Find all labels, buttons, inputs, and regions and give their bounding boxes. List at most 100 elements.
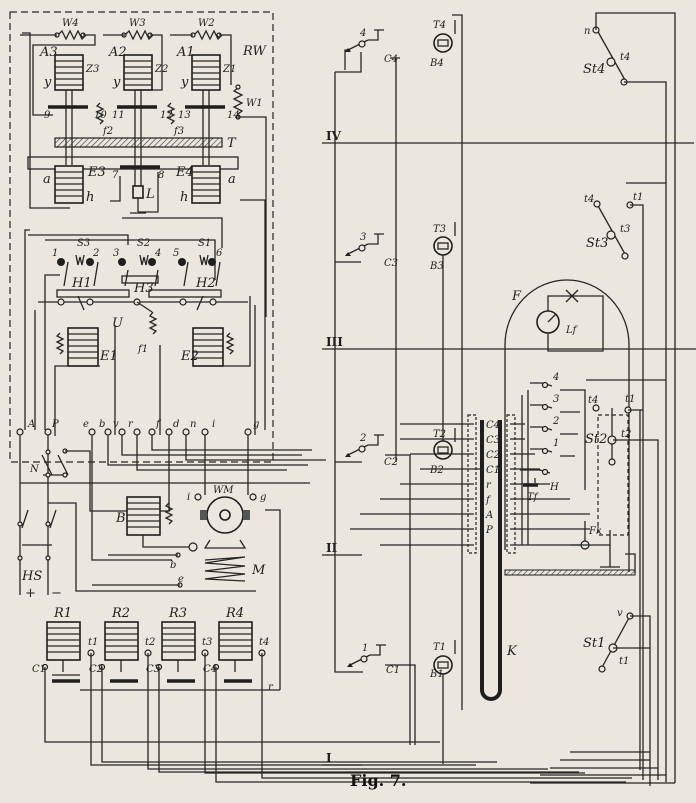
terminal-row: A P e b v r f d n i g bbox=[16, 419, 259, 436]
label-e1: E1 bbox=[99, 349, 118, 364]
label-n: N bbox=[29, 464, 40, 475]
label-h: h bbox=[86, 190, 94, 205]
svg-text:3: 3 bbox=[553, 394, 559, 405]
label-t4-lamp: T4 bbox=[433, 20, 446, 31]
label-h2: H2 bbox=[195, 276, 216, 291]
lever-h1[interactable] bbox=[56, 289, 130, 298]
car-buttons[interactable]: 4 3 2 1 bbox=[530, 372, 559, 455]
label-u: U bbox=[112, 316, 124, 331]
label-w3: W3 bbox=[129, 18, 146, 29]
plate-t bbox=[54, 137, 223, 148]
figure-caption: Fig. 7. bbox=[350, 771, 406, 790]
label-r3: R3 bbox=[168, 606, 187, 621]
svg-text:1: 1 bbox=[553, 438, 559, 449]
lever-h2[interactable] bbox=[148, 289, 222, 298]
label-m: M bbox=[251, 563, 266, 578]
label-y: y bbox=[43, 75, 52, 90]
label-b4: B4 bbox=[429, 58, 444, 69]
relay-r4 bbox=[218, 621, 253, 683]
label-st4-b: t4 bbox=[620, 52, 630, 63]
svg-text:n: n bbox=[190, 419, 196, 430]
svg-text:C4: C4 bbox=[486, 420, 500, 431]
relay-r3 bbox=[161, 621, 196, 683]
svg-text:b: b bbox=[99, 419, 105, 430]
svg-text:f: f bbox=[485, 495, 492, 506]
floor-label-ii: II bbox=[326, 541, 338, 555]
label-t1: t1 bbox=[88, 637, 98, 648]
svg-text:v: v bbox=[113, 419, 119, 430]
floor-label-i: I bbox=[326, 751, 332, 765]
svg-text:4: 4 bbox=[552, 372, 559, 383]
label-r1: R1 bbox=[53, 606, 72, 621]
svg-text:P: P bbox=[485, 525, 493, 536]
label-e4: E4 bbox=[175, 165, 194, 180]
button-number: 2 bbox=[359, 433, 366, 444]
label-w1: W1 bbox=[246, 98, 263, 109]
label-st3-b: t1 bbox=[633, 192, 643, 203]
label-s1: S1 bbox=[198, 238, 211, 249]
label-a1: A1 bbox=[176, 45, 195, 60]
lamp-b4 bbox=[433, 14, 463, 710]
relay-box-label: RW bbox=[242, 44, 268, 59]
label-t1-lamp: T1 bbox=[433, 642, 446, 653]
coil-a1 bbox=[191, 54, 221, 91]
resistor-w4 bbox=[54, 29, 87, 41]
svg-text:f: f bbox=[155, 419, 162, 430]
cable-strip-labels: C4 C3 C2 C1 r f A P bbox=[485, 420, 500, 536]
resistor-w3 bbox=[121, 29, 154, 41]
label-z3: Z3 bbox=[85, 64, 99, 75]
label-t3-lamp: T3 bbox=[433, 224, 446, 235]
coil-e4 bbox=[191, 165, 221, 204]
label-t4: t4 bbox=[259, 637, 269, 648]
relay-r1 bbox=[46, 621, 81, 683]
label-st2-a: t4 bbox=[588, 395, 598, 406]
coil-a2 bbox=[123, 54, 153, 91]
svg-text:12: 12 bbox=[160, 110, 173, 121]
svg-text:13: 13 bbox=[178, 110, 191, 121]
label-w2: W2 bbox=[198, 18, 215, 29]
brake-magnet-b bbox=[126, 496, 161, 536]
label-i: i bbox=[187, 492, 190, 503]
svg-text:14: 14 bbox=[227, 110, 240, 121]
svg-text:r: r bbox=[486, 480, 492, 491]
label-k: K bbox=[506, 644, 518, 659]
label-e2: E2 bbox=[180, 349, 199, 364]
label-contact: C1 bbox=[386, 665, 400, 676]
label-y: y bbox=[112, 75, 121, 90]
label-contact: C3 bbox=[384, 258, 398, 269]
trailing-cable-k bbox=[480, 420, 502, 701]
label-c3: C3 bbox=[146, 664, 160, 675]
call-button-4[interactable] bbox=[344, 29, 384, 70]
svg-text:e: e bbox=[83, 419, 89, 430]
main-switch-hs[interactable] bbox=[21, 509, 57, 546]
label-h3: H3 bbox=[133, 281, 154, 296]
label-tf: Tf bbox=[527, 492, 540, 503]
lamp-b1 bbox=[433, 640, 456, 764]
svg-text:5: 5 bbox=[173, 248, 179, 259]
svg-text:r: r bbox=[128, 419, 134, 430]
label-s3: S3 bbox=[77, 238, 90, 249]
lever-h3[interactable] bbox=[121, 275, 159, 284]
call-button-2[interactable] bbox=[345, 434, 384, 457]
floor-switch-st2[interactable] bbox=[592, 404, 632, 536]
svg-text:i: i bbox=[212, 419, 215, 430]
label-wm: WM bbox=[213, 485, 234, 496]
label-hs: HS bbox=[21, 569, 42, 584]
car-floor bbox=[504, 569, 636, 576]
label-st4: St4 bbox=[583, 62, 605, 77]
call-button-1[interactable] bbox=[347, 644, 386, 667]
svg-text:1: 1 bbox=[52, 248, 58, 259]
coil-e2 bbox=[192, 327, 224, 367]
label-contact: C4 bbox=[384, 54, 398, 65]
label-contact: C2 bbox=[384, 457, 398, 468]
switch-n[interactable] bbox=[19, 435, 69, 595]
label-b1: B1 bbox=[429, 669, 444, 680]
coil-a3 bbox=[54, 54, 84, 91]
label-a3: A3 bbox=[39, 45, 58, 60]
label-t3: t3 bbox=[202, 637, 212, 648]
call-button-3[interactable] bbox=[345, 233, 384, 256]
svg-text:2: 2 bbox=[552, 416, 559, 427]
svg-text:4: 4 bbox=[154, 248, 161, 259]
label-b2: B2 bbox=[429, 465, 444, 476]
